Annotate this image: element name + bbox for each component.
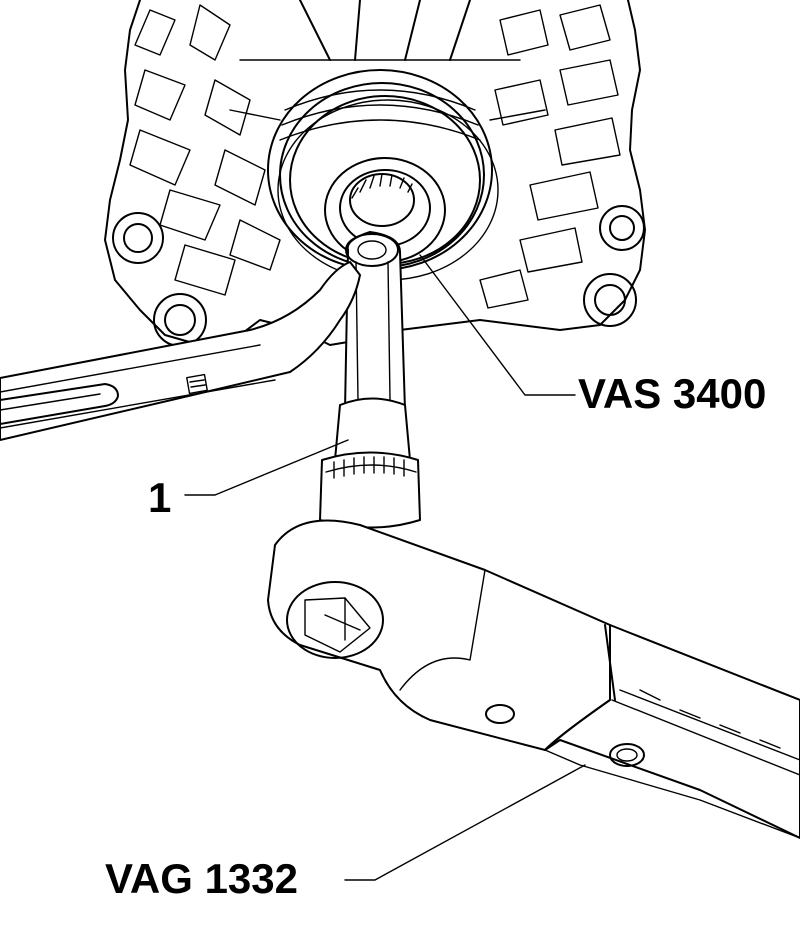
torque-wrench — [267, 519, 800, 839]
counterhold-tool — [0, 261, 361, 441]
callout-vag-1332: VAG 1332 — [105, 855, 298, 902]
callout-vas-3400: VAS 3400 — [578, 370, 766, 417]
leader-line-vag — [344, 764, 586, 881]
callout-item-1: 1 — [148, 474, 171, 521]
leader-line-1 — [184, 439, 349, 496]
alternator — [104, 0, 646, 347]
alternator-pulley — [267, 69, 499, 281]
leader-line-vas — [419, 254, 576, 396]
